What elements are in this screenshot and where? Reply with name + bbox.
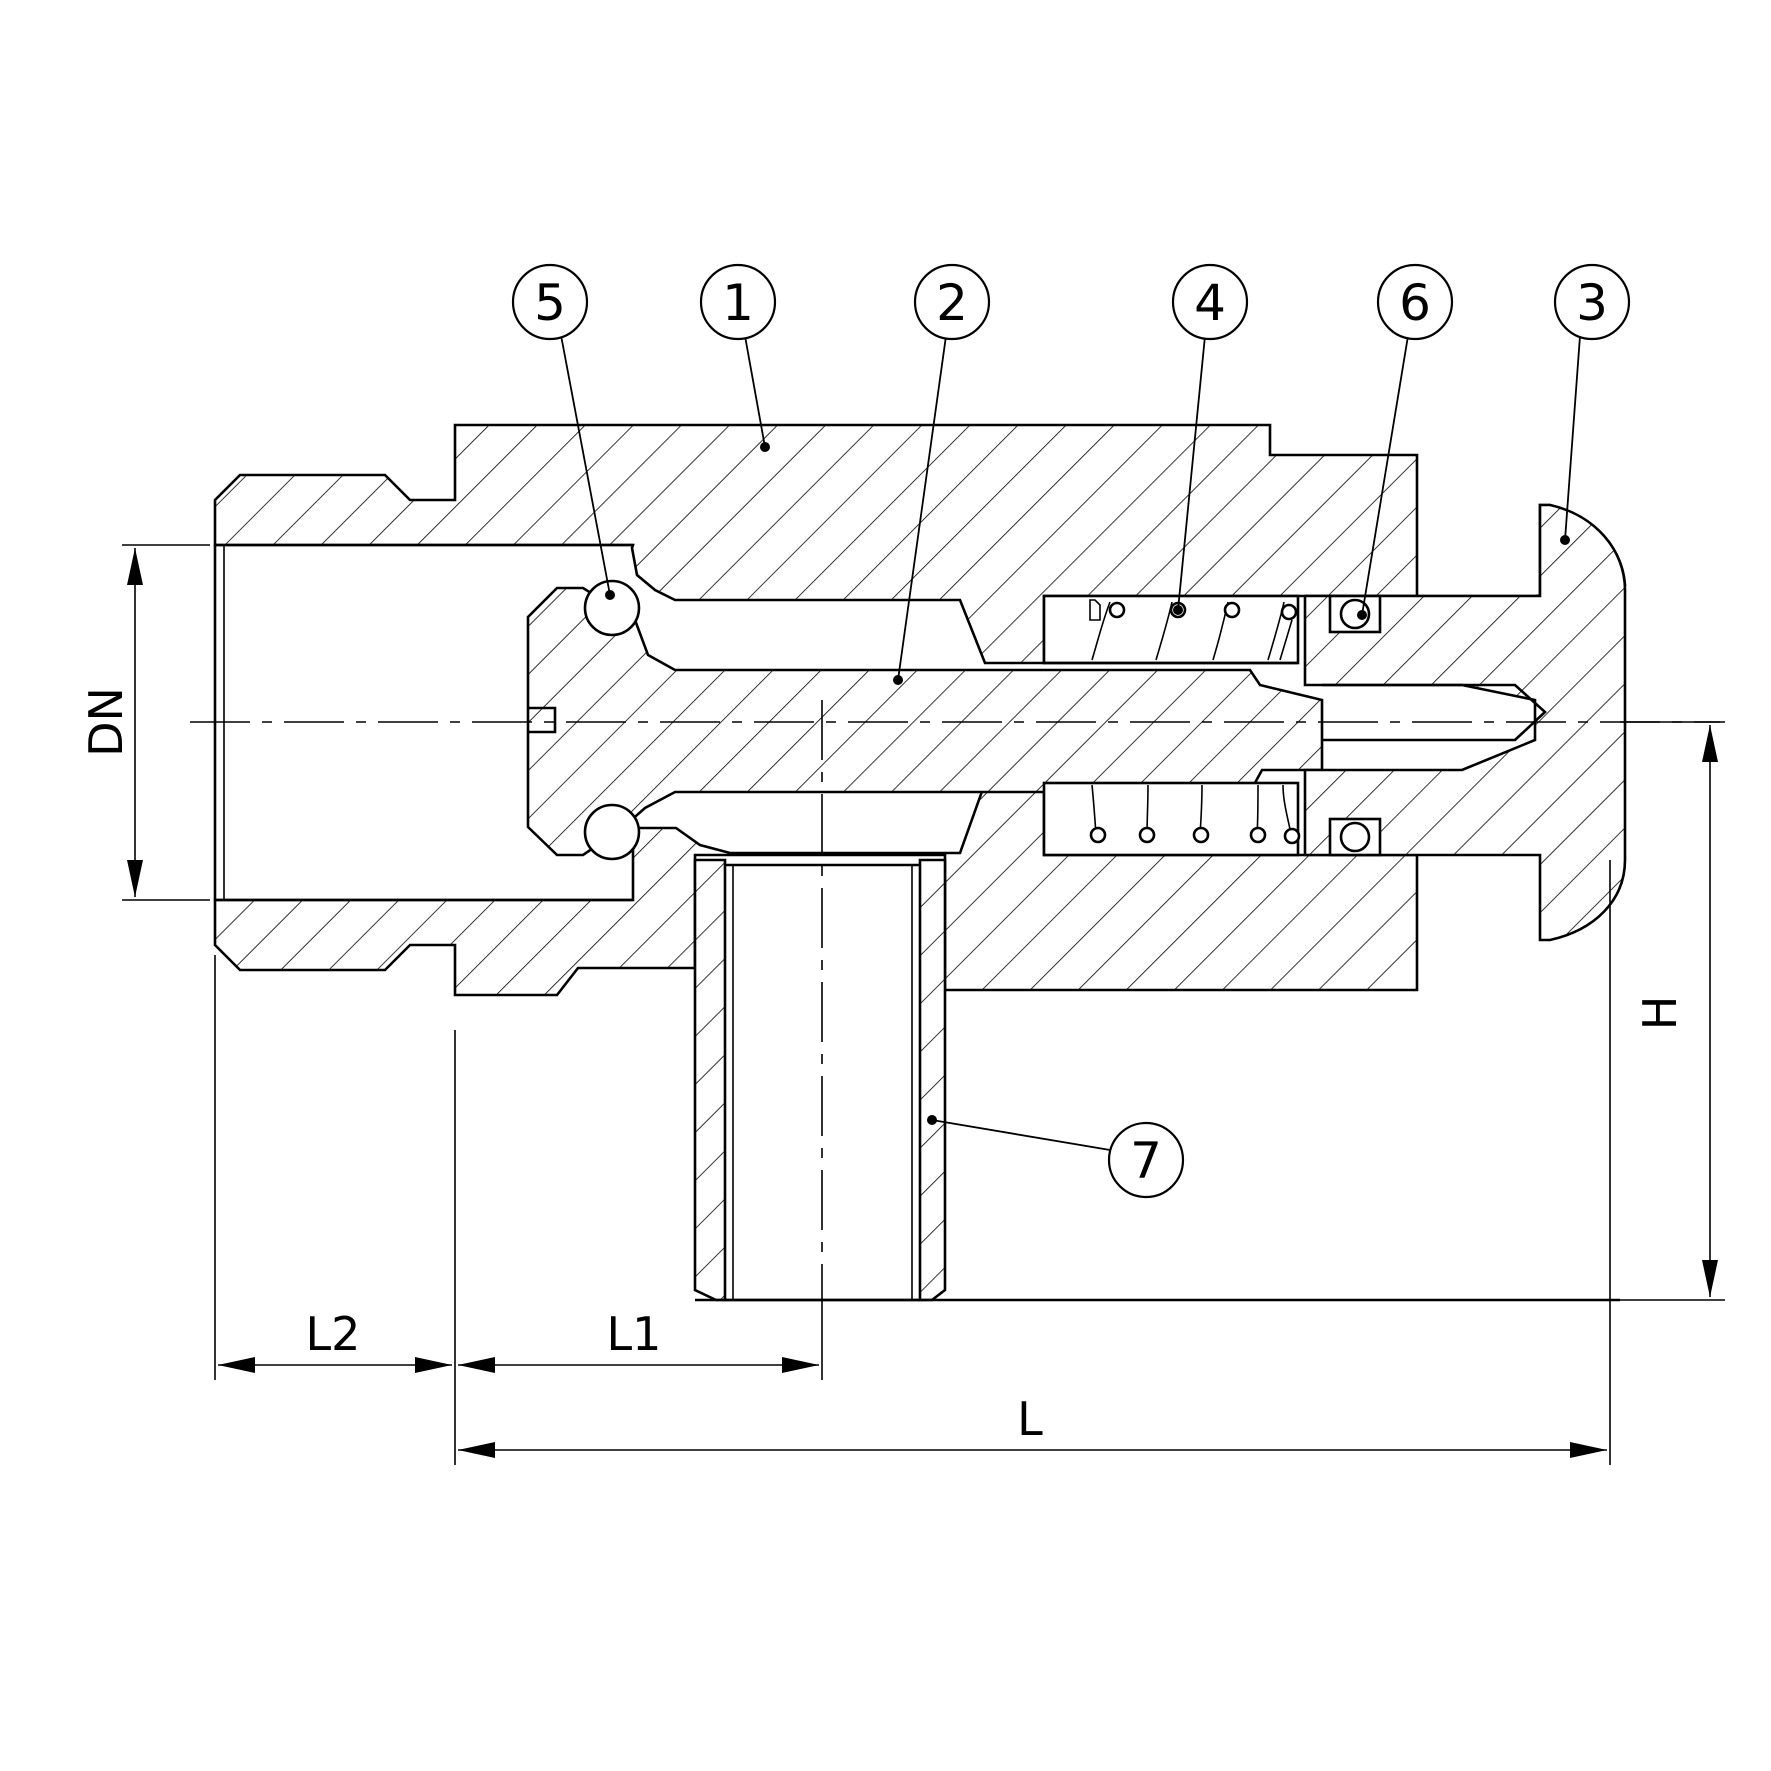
balloon-3-number: 3: [1576, 274, 1608, 332]
plunger-slot: [528, 706, 557, 734]
spring-part: [1042, 594, 1301, 857]
balloon-6-number: 6: [1399, 274, 1431, 332]
balloon-1: 1: [699, 263, 777, 452]
dimension-h-label: H: [1633, 996, 1687, 1031]
outlet-nipple-wall-left: [693, 858, 727, 1302]
cap-part: [1303, 503, 1627, 942]
spring-coils-bottom: [1089, 784, 1301, 845]
balloon-2-number: 2: [936, 274, 968, 332]
balloon-1-number: 1: [722, 274, 754, 332]
spring-cavity-bottom: [1042, 781, 1300, 857]
ball-top: [583, 579, 641, 637]
dimension-dn: DN: [79, 548, 143, 897]
dimension-l: L: [458, 1392, 1607, 1458]
balloon-3: 3: [1553, 263, 1631, 545]
extension-lines: [122, 544, 1725, 1465]
balloon-6: 6: [1357, 263, 1454, 620]
o-ring-top: [1339, 598, 1371, 630]
dimension-l1: L1: [458, 1307, 819, 1373]
o-ring-bottom: [1339, 821, 1371, 853]
cap-body-section: [1303, 503, 1627, 942]
dimension-l2: L2: [218, 1307, 452, 1373]
balloon-2: 2: [893, 263, 991, 685]
balloon-4-number: 4: [1194, 274, 1226, 332]
dimension-l2-label: L2: [306, 1307, 361, 1361]
o-ring-part: [1328, 594, 1382, 857]
balloon-5: 5: [511, 263, 615, 600]
dimension-l-label: L: [1017, 1392, 1043, 1446]
ball-bottom: [583, 803, 641, 861]
dimension-h: H: [1633, 725, 1718, 1297]
balloon-4: 4: [1171, 263, 1249, 615]
ball-part: [583, 579, 641, 861]
balloon-7-number: 7: [1130, 1132, 1162, 1190]
outlet-nipple-wall-right: [918, 858, 947, 1302]
balloon-5-number: 5: [534, 274, 566, 332]
dimension-l1-label: L1: [607, 1307, 662, 1361]
dimension-dn-label: DN: [79, 687, 133, 757]
balloon-7: 7: [927, 1115, 1185, 1199]
stem-tip: [1322, 683, 1547, 742]
